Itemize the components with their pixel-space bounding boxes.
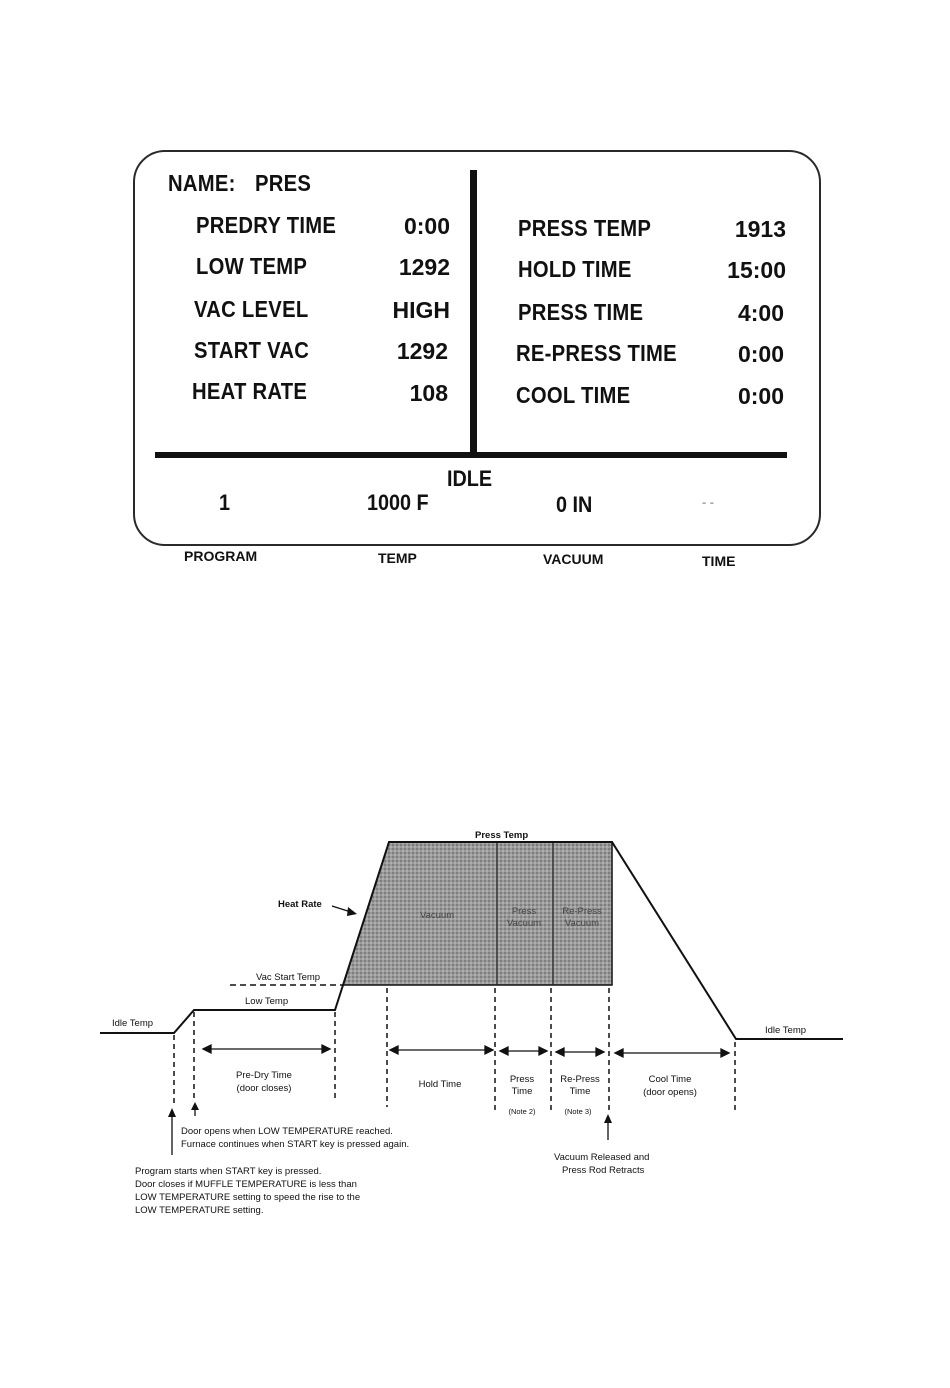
furnace-display-panel [133, 150, 821, 546]
label-press-note: (Note 2) [508, 1107, 536, 1116]
param-label-hold-time: HOLD TIME [518, 256, 632, 282]
param-value-start-vac: 1292 [396, 338, 448, 364]
caption-time: TIME [702, 553, 736, 569]
label-vac-start-temp: Vac Start Temp [256, 972, 320, 983]
program-name-value: PRES [255, 170, 312, 196]
param-value-press-time: 4:00 [737, 300, 784, 326]
current-time: - - [702, 494, 714, 510]
param-label-heat-rate: HEAT RATE [192, 378, 308, 404]
label-predry-time: Pre-Dry Time [236, 1070, 292, 1081]
door-note-line-2: Furnace continues when START key is pres… [181, 1139, 409, 1150]
label-vacuum-region: Vacuum [420, 910, 454, 921]
label-repress-vacuum-2: Vacuum [565, 918, 599, 929]
label-cool-time: Cool Time [649, 1074, 692, 1085]
label-repress-vacuum-1: Re-Press [562, 906, 602, 917]
param-value-hold-time: 15:00 [727, 257, 786, 283]
status-divider [155, 452, 787, 458]
label-repress-time-2: Time [570, 1086, 591, 1097]
param-label-repress-time: RE-PRESS TIME [516, 340, 677, 366]
label-cool-door: (door opens) [643, 1087, 697, 1098]
param-label-press-temp: PRESS TEMP [518, 215, 652, 241]
param-value-repress-time: 0:00 [737, 341, 784, 367]
label-press-vacuum-2: Vacuum [507, 918, 541, 929]
column-divider [470, 170, 477, 452]
caption-vacuum: VACUUM [543, 551, 604, 567]
program-note-line-3: LOW TEMPERATURE setting to speed the ris… [135, 1192, 360, 1203]
vacuum-release-line-1: Vacuum Released and [554, 1152, 649, 1163]
label-predry-door: (door closes) [237, 1083, 292, 1094]
label-repress-time-1: Re-Press [560, 1074, 600, 1085]
caption-program: PROGRAM [184, 548, 258, 564]
param-label-low-temp: LOW TEMP [196, 253, 308, 279]
label-hold-time: Hold Time [419, 1079, 462, 1090]
param-label-start-vac: START VAC [194, 337, 310, 363]
label-repress-note: (Note 3) [564, 1107, 592, 1116]
label-press-time-2: Time [512, 1086, 533, 1097]
label-low-temp: Low Temp [245, 996, 288, 1007]
temperature-profile-line [100, 841, 843, 1040]
program-note-line-1: Program starts when START key is pressed… [135, 1166, 321, 1177]
current-vacuum: 0 IN [556, 492, 593, 517]
vacuum-release-line-2: Press Rod Retracts [562, 1165, 645, 1176]
label-idle-temp-left: Idle Temp [112, 1018, 153, 1029]
label-heat-rate: Heat Rate [278, 899, 322, 910]
param-value-press-temp: 1913 [734, 216, 786, 242]
program-number: 1 [219, 490, 231, 515]
label-idle-temp-right: Idle Temp [765, 1025, 806, 1036]
program-note-line-4: LOW TEMPERATURE setting. [135, 1205, 263, 1216]
param-value-low-temp: 1292 [398, 254, 450, 280]
program-note-line-2: Door closes if MUFFLE TEMPERATURE is les… [135, 1179, 357, 1190]
param-label-press-time: PRESS TIME [518, 299, 644, 325]
door-note-line-1: Door opens when LOW TEMPERATURE reached. [181, 1126, 393, 1137]
param-label-predry-time: PREDRY TIME [196, 212, 337, 238]
label-press-vacuum-1: Press [512, 906, 537, 917]
status-text: IDLE [447, 466, 493, 491]
param-value-predry-time: 0:00 [403, 213, 450, 239]
current-temp: 1000 F [367, 490, 429, 515]
param-value-heat-rate: 108 [409, 380, 448, 406]
label-press-temp: Press Temp [475, 830, 528, 841]
caption-temp: TEMP [378, 550, 417, 566]
param-value-cool-time: 0:00 [737, 383, 784, 409]
label-press-time-1: Press [510, 1074, 535, 1085]
param-label-cool-time: COOL TIME [516, 382, 631, 408]
name-label: NAME: [168, 170, 236, 196]
param-label-vac-level: VAC LEVEL [194, 296, 309, 322]
param-value-vac-level: HIGH [392, 297, 451, 323]
